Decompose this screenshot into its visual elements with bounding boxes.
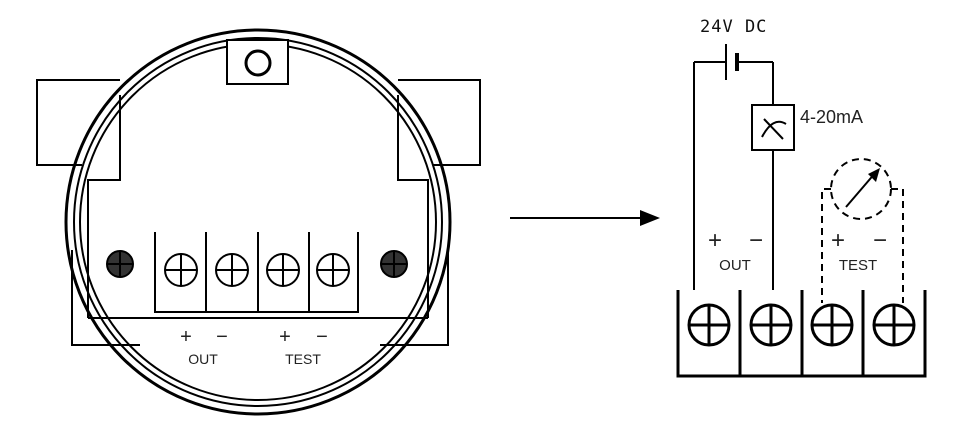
mounting-screw-left-icon (106, 250, 134, 278)
top-screw-block (226, 39, 289, 85)
transmitter-housing: + − + − OUT TEST (36, 28, 481, 416)
wiring-out-plus-label: + (708, 227, 722, 254)
wiring-test-minus-label: − (873, 227, 887, 254)
wiring-out-minus-label: − (749, 227, 763, 254)
terminal-test-minus-icon (316, 253, 350, 287)
test-meter-icon (830, 158, 892, 220)
chamber-outline (87, 95, 121, 318)
terminal-out-plus-icon (164, 253, 198, 287)
arrow-right-icon (510, 210, 660, 226)
supply-label: 24V DC (700, 17, 767, 37)
test-wire-minus (891, 188, 904, 303)
wiring-terminal-strip (676, 290, 927, 378)
housing-right-boss (398, 79, 481, 166)
housing-test-label: TEST (285, 351, 321, 367)
housing-test-minus-label: − (316, 326, 328, 348)
housing-inner-ring (79, 43, 437, 401)
mounting-screw-right-icon (380, 250, 408, 278)
terminal-block (154, 232, 359, 313)
wiring-schematic: 24V DC 4-20mA + − + − (676, 17, 927, 378)
test-wire-plus (821, 188, 831, 303)
housing-out-plus-label: + (180, 326, 192, 348)
housing-out-label: OUT (188, 351, 218, 367)
housing-flange (71, 250, 140, 346)
wiring-terminal-out-plus-icon (687, 303, 731, 347)
housing-left-boss (36, 79, 120, 166)
top-screw-icon (244, 49, 272, 77)
housing-outer-ring (64, 28, 452, 416)
wiring-terminal-out-minus-icon (749, 303, 793, 347)
terminal-test-plus-icon (266, 253, 300, 287)
housing-test-plus-label: + (279, 326, 291, 348)
terminal-out-minus-icon (215, 253, 249, 287)
wiring-terminal-test-plus-icon (810, 303, 854, 347)
wiring-out-label: OUT (719, 257, 751, 274)
wiring-test-label: TEST (839, 257, 877, 274)
meter-label: 4-20mA (800, 107, 863, 127)
ammeter-icon (751, 104, 795, 151)
housing-out-minus-label: − (216, 326, 228, 348)
wiring-terminal-test-minus-icon (872, 303, 916, 347)
wiring-test-plus-label: + (831, 227, 845, 254)
housing-middle-ring (73, 37, 443, 407)
battery-icon (694, 44, 773, 80)
